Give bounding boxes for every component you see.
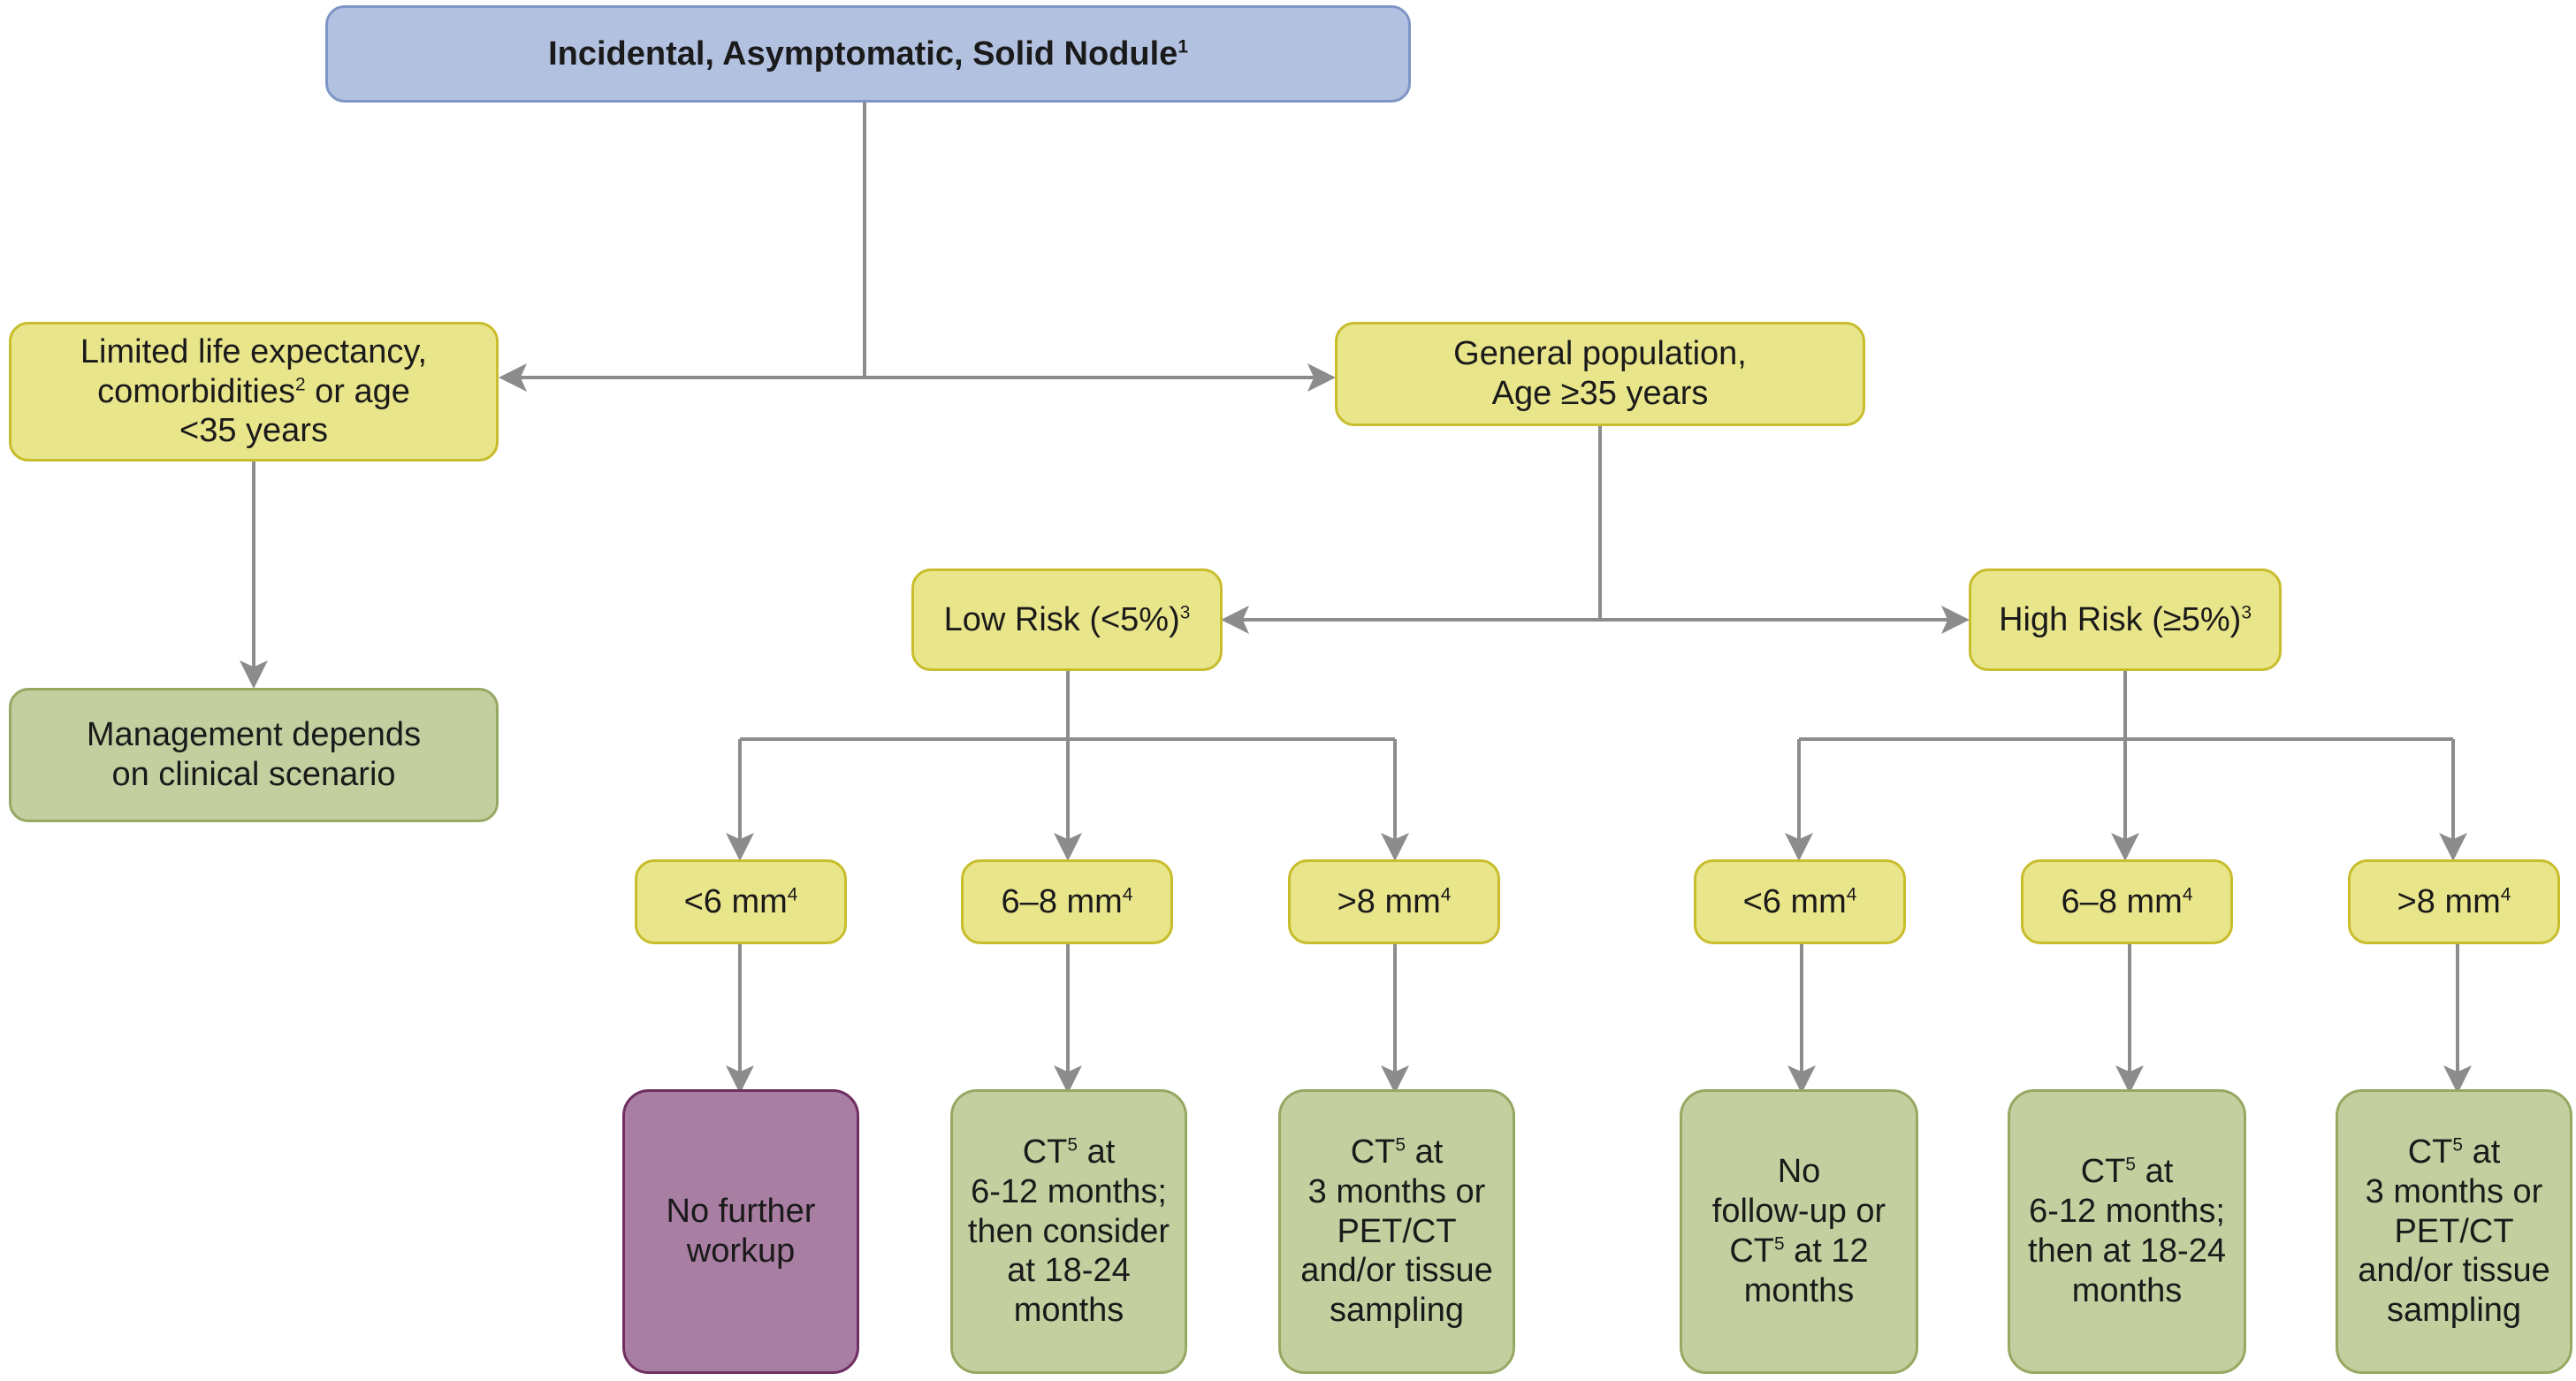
outcome-line: PET/CT [1337, 1212, 1457, 1250]
high-risk-size-gt8-node: >8 mm4 [2348, 859, 2560, 944]
low-risk-node: Low Risk (<5%)3 [911, 568, 1223, 671]
limited-line-1: Limited life expectancy, [80, 332, 428, 370]
connector-low-risk-bus [740, 670, 1395, 741]
general-line-1: General population, [1453, 335, 1747, 373]
high-gt8-label: >8 mm4 [2397, 882, 2511, 920]
low-mid-label: 6–8 mm4 [1001, 882, 1133, 920]
low-lt6-label: <6 mm4 [683, 882, 798, 920]
outcome-line: months [1013, 1292, 1124, 1330]
root-node: Incidental, Asymptomatic, Solid Nodule1 [325, 5, 1411, 103]
outcome-line: No [1777, 1153, 1821, 1191]
management-node: Management depends on clinical scenario [9, 688, 499, 822]
outcome-low-mid: CT5 at 6-12 months; then consider at 18-… [950, 1089, 1187, 1374]
outcome-line: CT5 at [1022, 1133, 1116, 1171]
limited-line-2: comorbidities2 or age [97, 372, 410, 410]
outcome-line: No further [666, 1193, 816, 1231]
outcome-low-gt8: CT5 at 3 months or PET/CT and/or tissue … [1278, 1089, 1515, 1374]
outcome-line: months [1743, 1271, 1855, 1309]
low-gt8-label: >8 mm4 [1337, 882, 1452, 920]
outcome-line: CT5 at [2407, 1133, 2501, 1171]
outcome-high-mid: CT5 at 6-12 months; then at 18-24 months [2008, 1089, 2246, 1374]
low-risk-label: Low Risk (<5%)3 [943, 600, 1191, 638]
outcome-line: 3 months or [2365, 1172, 2543, 1210]
outcome-no-further-workup: No further workup [622, 1089, 859, 1374]
outcome-line: CT5 at [1350, 1133, 1444, 1171]
outcome-high-gt8: CT5 at 3 months or PET/CT and/or tissue … [2336, 1089, 2572, 1374]
general-population-node: General population, Age ≥35 years [1335, 322, 1865, 426]
outcome-line: and/or tissue [2358, 1252, 2550, 1290]
outcome-line: then consider [967, 1212, 1170, 1250]
outcome-line: 6-12 months; [2029, 1193, 2225, 1231]
limited-life-expectancy-node: Limited life expectancy, comorbidities2 … [9, 322, 499, 462]
management-line-2: on clinical scenario [111, 756, 396, 793]
outcome-line: 6-12 months; [971, 1172, 1167, 1210]
connector-high-risk-bus [1799, 670, 2453, 741]
outcome-high-lt6: No follow-up or CT5 at 12 months [1680, 1089, 1918, 1374]
outcome-line: CT5 at [2080, 1153, 2174, 1191]
low-risk-size-lt6-node: <6 mm4 [635, 859, 847, 944]
low-risk-size-mid-node: 6–8 mm4 [961, 859, 1173, 944]
high-lt6-label: <6 mm4 [1742, 882, 1857, 920]
high-risk-label: High Risk (≥5%)3 [1999, 600, 2252, 638]
limited-line-3: <35 years [179, 412, 328, 450]
outcome-line: months [2071, 1271, 2183, 1309]
outcome-line: CT5 at 12 [1729, 1232, 1869, 1270]
high-mid-label: 6–8 mm4 [2061, 882, 2193, 920]
outcome-line: at 18-24 [1007, 1252, 1131, 1290]
root-label: Incidental, Asymptomatic, Solid Nodule1 [548, 34, 1188, 72]
high-risk-node: High Risk (≥5%)3 [1969, 568, 2282, 671]
outcome-line: then at 18-24 [2028, 1232, 2226, 1270]
high-risk-size-mid-node: 6–8 mm4 [2021, 859, 2233, 944]
high-risk-size-lt6-node: <6 mm4 [1694, 859, 1906, 944]
outcome-line: 3 months or [1307, 1172, 1486, 1210]
management-line-1: Management depends [86, 716, 422, 754]
low-risk-size-gt8-node: >8 mm4 [1288, 859, 1500, 944]
outcome-line: and/or tissue [1300, 1252, 1493, 1290]
outcome-line: follow-up or [1711, 1193, 1886, 1231]
outcome-line: PET/CT [2394, 1212, 2514, 1250]
outcome-line: workup [686, 1232, 796, 1270]
outcome-line: sampling [1329, 1292, 1465, 1330]
outcome-line: sampling [2386, 1292, 2522, 1330]
general-line-2: Age ≥35 years [1491, 375, 1709, 412]
